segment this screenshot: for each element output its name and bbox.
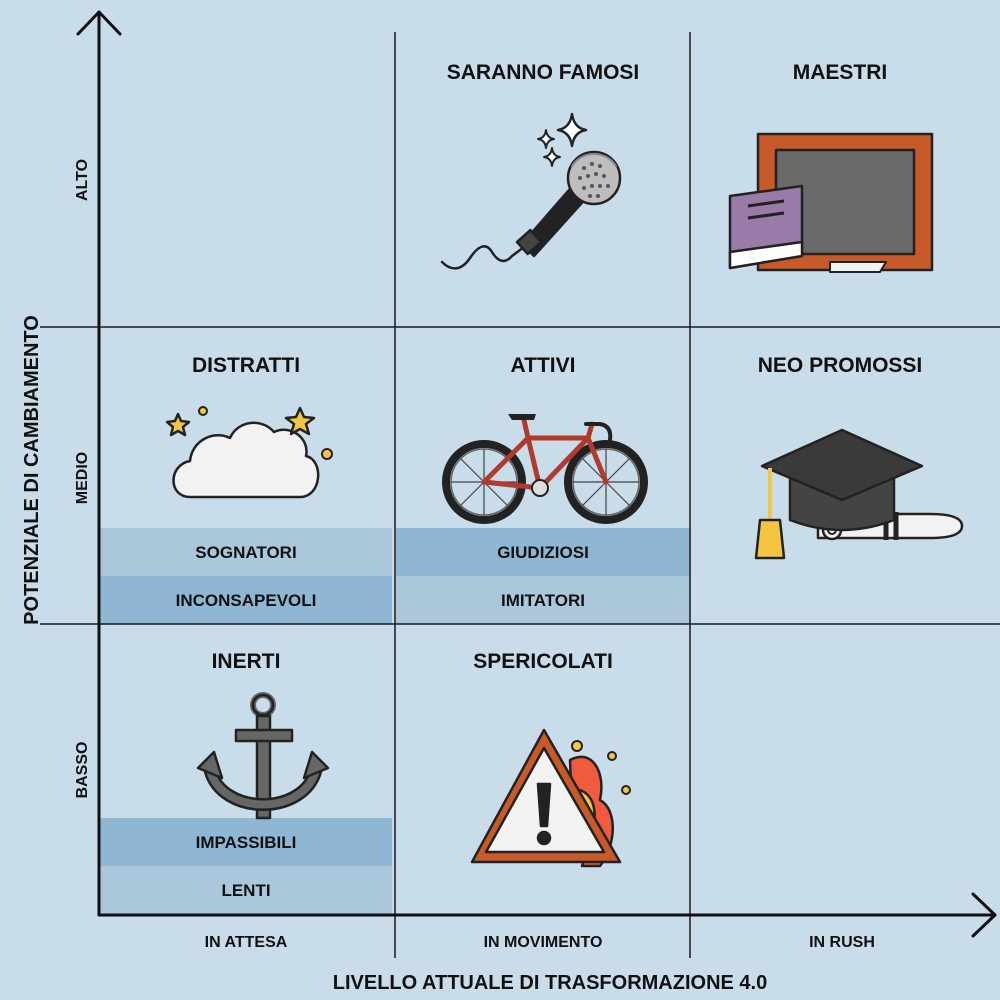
grid-lines: [40, 32, 1000, 958]
warning-fire-icon: [470, 728, 631, 868]
cell-title-neo-promossi: NEO PROMOSSI: [758, 354, 923, 377]
cell-title-inerti: INERTI: [212, 650, 281, 673]
sub-label-sognatori: SOGNATORI: [195, 543, 296, 562]
bicycle-icon: [442, 414, 648, 524]
x-level-in-attesa: IN ATTESA: [205, 934, 288, 951]
cell-title-attivi: ATTIVI: [511, 354, 576, 377]
sub-label-impassibili: IMPASSIBILI: [196, 833, 297, 852]
microphone-icon: [440, 112, 622, 270]
sub-label-imitatori: IMITATORI: [501, 591, 585, 610]
dream-cloud-icon: [165, 406, 333, 499]
sub-label-inconsapevoli: INCONSAPEVOLI: [176, 591, 317, 610]
y-axis-arrow-icon: [76, 10, 122, 36]
x-level-in-rush: IN RUSH: [809, 934, 875, 951]
x-axis-arrow-icon: [971, 892, 997, 938]
band-inconsapevoli: [100, 576, 392, 624]
y-level-basso: BASSO: [74, 742, 91, 799]
sub-label-lenti: LENTI: [221, 881, 270, 900]
y-level-alto: ALTO: [74, 159, 91, 201]
x-level-in-movimento: IN MOVIMENTO: [484, 934, 603, 951]
band-sognatori: [100, 528, 392, 576]
cell-title-spericolati: SPERICOLATI: [473, 650, 613, 673]
cell-title-saranno-famosi: SARANNO FAMOSI: [447, 61, 640, 84]
cell-title-distratti: DISTRATTI: [192, 354, 300, 377]
y-level-medio: MEDIO: [74, 452, 91, 504]
band-lenti: [100, 866, 392, 914]
y-axis-title: POTENZIALE DI CAMBIAMENTO: [21, 315, 43, 625]
cell-title-maestri: MAESTRI: [793, 61, 888, 84]
sub-bands: [100, 528, 690, 914]
axes: [76, 10, 997, 938]
band-giudiziosi: [396, 528, 690, 576]
graduation-cap-icon: [754, 428, 964, 560]
blackboard-icon: [728, 132, 934, 273]
x-axis-title: LIVELLO ATTUALE DI TRASFORMAZIONE 4.0: [333, 972, 767, 994]
band-imitatori: [396, 576, 690, 624]
anchor-icon: [196, 692, 330, 820]
sub-label-giudiziosi: GIUDIZIOSI: [497, 543, 589, 562]
band-impassibili: [100, 818, 392, 866]
